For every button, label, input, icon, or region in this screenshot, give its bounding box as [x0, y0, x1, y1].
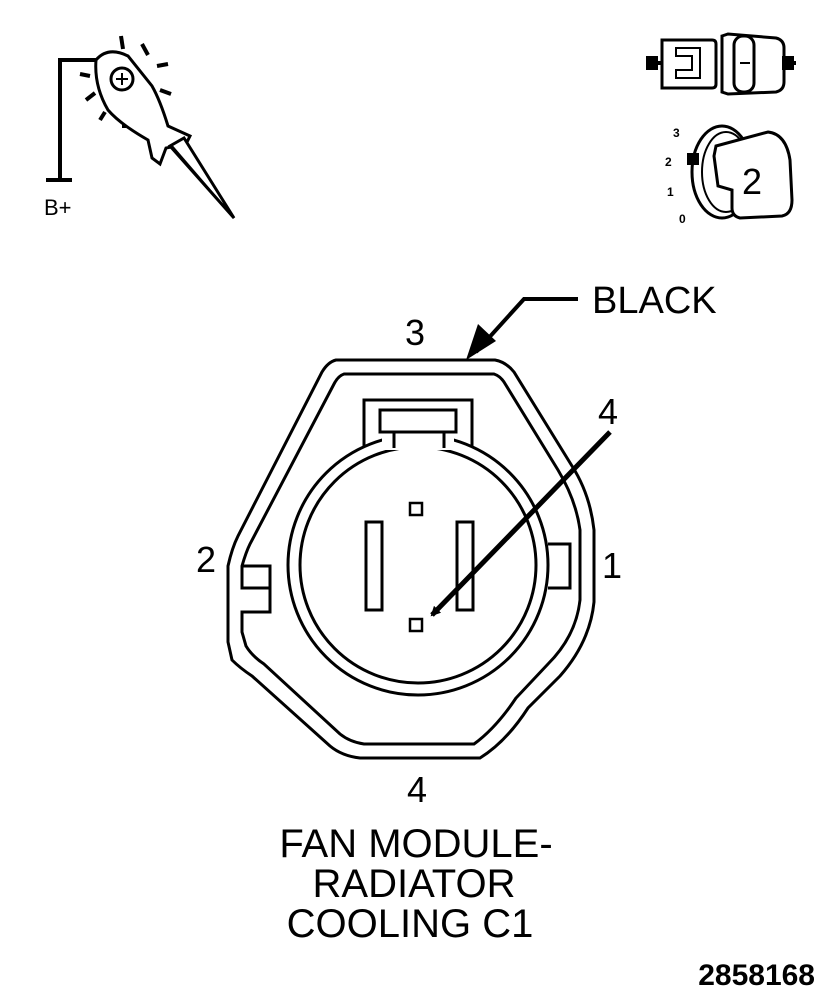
terminal-cavity-3	[408, 501, 424, 517]
figure-number: 2858168	[698, 959, 815, 992]
terminal-cavity-2	[364, 520, 384, 612]
connector-halves-icon	[646, 32, 796, 96]
key-position-icon: 3 2 1 0 2	[665, 124, 794, 226]
terminal-cavity-4	[408, 617, 424, 633]
light-rays-icon	[79, 35, 172, 128]
key-number-label: 2	[742, 161, 762, 202]
connector-color-label: BLACK	[592, 280, 717, 322]
connector-seal-inner	[298, 445, 538, 685]
position-3-label: 3	[673, 126, 680, 140]
cavity-label-bottom: 4	[407, 769, 427, 810]
position-0-label: 0	[679, 212, 686, 226]
terminal-cavity-1	[455, 520, 475, 612]
caption-line-2: RADIATOR	[313, 862, 516, 906]
position-2-label: 2	[665, 155, 672, 169]
cavity-label-left: 2	[196, 539, 216, 580]
cavity-label-right: 1	[602, 545, 622, 586]
position-1-label: 1	[667, 185, 674, 199]
test-probe-icon: B+	[44, 35, 236, 220]
connector-caption: FAN MODULE- RADIATOR COOLING C1	[279, 822, 552, 946]
cavity-label-top: 3	[405, 312, 425, 353]
caption-line-1: FAN MODULE-	[279, 822, 552, 866]
cavity-callout-label: 4	[598, 391, 618, 432]
color-callout-arrowhead	[466, 324, 496, 360]
caption-line-3: COOLING C1	[287, 902, 534, 946]
connector-face: BLACK 3 2 1 4 4	[196, 280, 717, 810]
cavity-4-callout-arrow	[430, 430, 612, 617]
b-plus-label: B+	[44, 195, 72, 220]
